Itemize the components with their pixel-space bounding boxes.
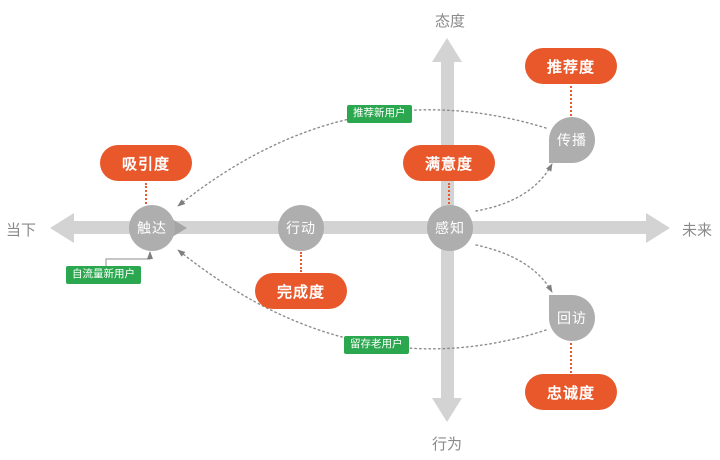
node-revisit: 回访 [549, 295, 595, 341]
connector-completion-action [300, 252, 302, 272]
horizontal-axis [72, 221, 648, 234]
connector-attraction-reach [145, 183, 147, 204]
axis-label-behavior: 行为 [431, 436, 462, 453]
flow-label-organic-new-users: 自流量新用户 [66, 266, 141, 284]
node-perception: 感知 [427, 205, 473, 251]
badge-attraction: 吸引度 [100, 145, 192, 181]
reach-node-tail-icon [172, 219, 187, 237]
vertical-axis-bottom-arrow-icon [432, 398, 462, 422]
axis-label-future: 未来 [682, 222, 713, 239]
connector-organic-users-to-reach [105, 251, 153, 266]
horizontal-axis-left-arrow-icon [50, 213, 74, 243]
badge-loyalty: 忠诚度 [525, 374, 617, 410]
axis-label-now: 当下 [6, 222, 37, 239]
connector-loyalty-revisit [570, 343, 572, 373]
axis-label-attitude: 态度 [434, 13, 465, 30]
badge-satisfaction: 满意度 [403, 145, 495, 181]
node-reach: 触达 [129, 205, 175, 251]
curve-perception-to-revisit [475, 244, 553, 293]
flow-label-recommended-new-users: 推荐新用户 [347, 105, 412, 123]
horizontal-axis-right-arrow-icon [646, 213, 670, 243]
vertical-axis-top-arrow-icon [432, 38, 462, 62]
connector-satisfaction-perception [448, 183, 450, 204]
badge-completion: 完成度 [255, 273, 347, 309]
curve-revisit-to-reach [177, 249, 547, 350]
node-spread: 传播 [549, 117, 595, 163]
flow-label-retained-old-users: 留存老用户 [344, 336, 409, 354]
node-action: 行动 [278, 205, 324, 251]
connector-recommendation-spread [570, 86, 572, 116]
badge-recommendation: 推荐度 [525, 48, 617, 84]
